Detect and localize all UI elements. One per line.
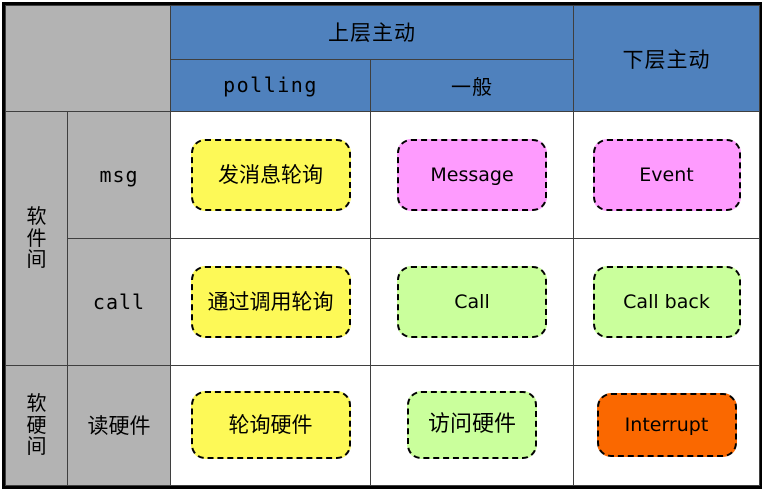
header-subcolumn-general: 一般 bbox=[370, 58, 574, 113]
chip-label: Interrupt bbox=[624, 413, 709, 436]
table-row: call 通过调用轮询 Call bbox=[6, 238, 760, 366]
comparison-matrix-table: 上层主动 下层主动 polling 一般 软件间 msg 发消息轮询 bbox=[5, 4, 760, 487]
chip-label: 访问硬件 bbox=[427, 412, 516, 438]
chip-access-hardware[interactable]: 访问硬件 bbox=[407, 391, 537, 460]
chip-message[interactable]: Message bbox=[397, 139, 547, 212]
chip-label: 通过调用轮询 bbox=[207, 289, 334, 314]
cell-msg-general: Message bbox=[370, 111, 574, 240]
header-subcolumn-polling: polling bbox=[170, 58, 371, 113]
cell-hardware-lower-active: Interrupt bbox=[573, 364, 760, 487]
chip-label: 发消息轮询 bbox=[218, 162, 323, 187]
chip-label: Call back bbox=[623, 290, 710, 313]
table-row: 软件间 msg 发消息轮询 bbox=[5, 111, 760, 366]
header-group-upper-active: 上层主动 bbox=[170, 5, 574, 60]
header-row-groups: 上层主动 下层主动 bbox=[5, 4, 760, 113]
header-corner-cell bbox=[5, 4, 171, 113]
table-row: 软硬间 读硬件 轮询硬件 访 bbox=[5, 364, 760, 487]
cell-hardware-polling: 轮询硬件 bbox=[170, 364, 371, 487]
chip-label: Event bbox=[639, 163, 694, 186]
cell-call-general: Call bbox=[370, 238, 574, 366]
cell-call-lower-active: Call back bbox=[573, 238, 760, 366]
row-label-read-hardware: 读硬件 bbox=[67, 364, 171, 487]
header-group-lower-active: 下层主动 bbox=[573, 4, 760, 113]
rowgroup-label-text: 软件间 bbox=[26, 204, 47, 272]
chip-call[interactable]: Call bbox=[397, 266, 547, 338]
cell-call-polling: 通过调用轮询 bbox=[170, 238, 371, 366]
rowgroup-label-software-to-hardware: 软硬间 bbox=[5, 364, 68, 487]
chip-send-message-polling[interactable]: 发消息轮询 bbox=[190, 139, 351, 212]
chip-label: Call bbox=[454, 290, 490, 313]
chip-label: 轮询硬件 bbox=[228, 412, 313, 437]
row-label-call: call bbox=[67, 238, 171, 366]
header-row-subcolumns: polling 一般 bbox=[6, 58, 760, 113]
rowgroup-label-text: 软硬间 bbox=[26, 391, 47, 459]
chip-label: Message bbox=[430, 163, 514, 186]
chip-poll-hardware[interactable]: 轮询硬件 bbox=[190, 391, 351, 460]
rowgroup-label-software-to-software: 软件间 bbox=[5, 111, 68, 366]
cell-msg-polling: 发消息轮询 bbox=[170, 111, 371, 240]
cell-hardware-general: 访问硬件 bbox=[370, 364, 574, 487]
cell-msg-lower-active: Event bbox=[573, 111, 760, 240]
row-label-msg: msg bbox=[67, 111, 171, 240]
chip-event[interactable]: Event bbox=[592, 139, 741, 212]
chip-call-back[interactable]: Call back bbox=[592, 266, 741, 338]
chip-interrupt[interactable]: Interrupt bbox=[596, 393, 737, 458]
chip-polling-via-call[interactable]: 通过调用轮询 bbox=[190, 266, 351, 338]
